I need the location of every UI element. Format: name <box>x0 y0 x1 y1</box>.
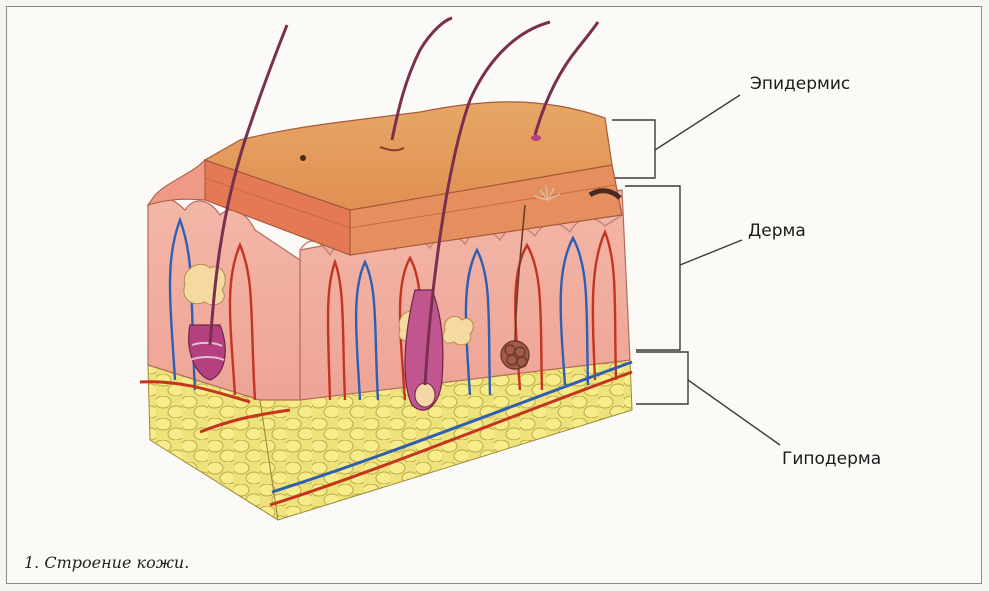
hypodermis-bracket <box>636 352 688 404</box>
epidermis-leader <box>655 95 740 150</box>
epidermis-bracket <box>612 120 655 178</box>
dermis-bracket <box>625 186 680 350</box>
dermis-leader <box>680 240 742 265</box>
hypodermis-leader <box>688 380 780 445</box>
dermis-label: Дерма <box>748 221 806 241</box>
hypodermis-label: Гиподерма <box>782 449 881 469</box>
figure-caption: 1. Строение кожи. <box>24 553 189 572</box>
layer-brackets <box>612 95 780 445</box>
epidermis-label: Эпидермис <box>750 74 850 94</box>
